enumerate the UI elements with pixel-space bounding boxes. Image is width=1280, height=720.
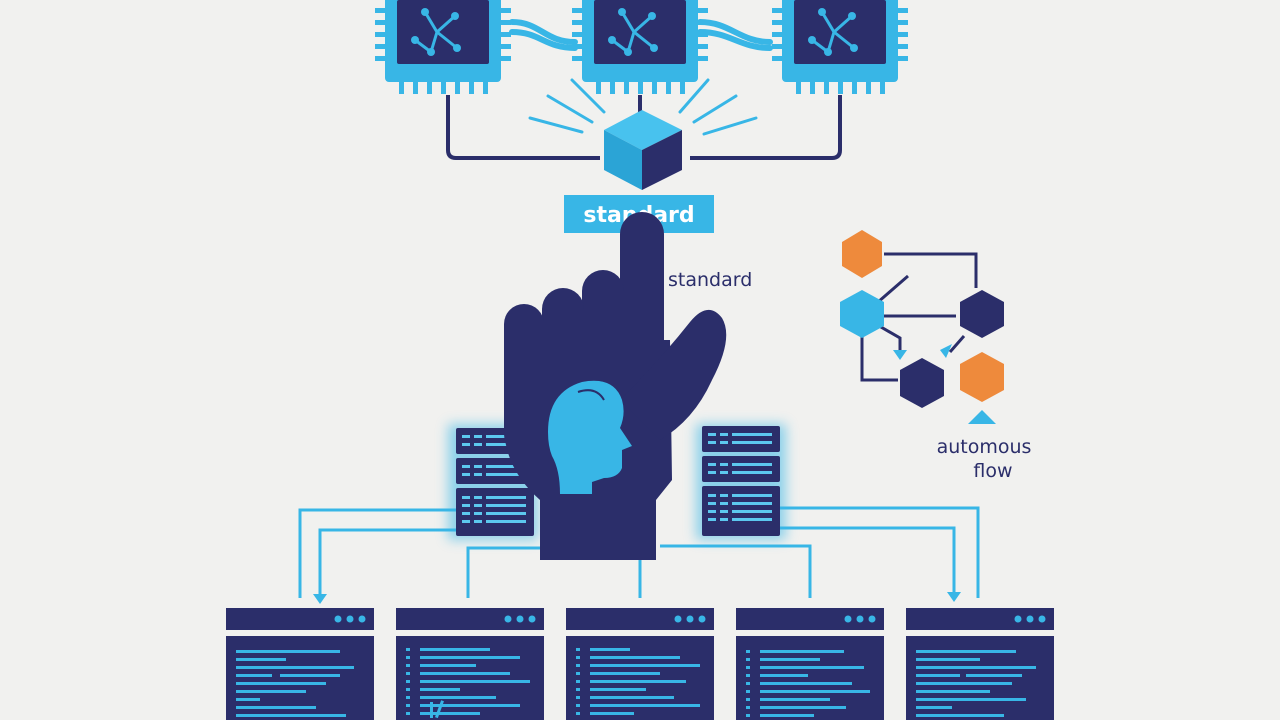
hexagon-icon	[960, 290, 1004, 338]
window-icon	[906, 608, 1054, 720]
flow-label-line2: flow	[973, 460, 1012, 482]
arrowheads	[313, 592, 961, 604]
burst-rays	[528, 78, 758, 136]
hand-icon	[504, 212, 727, 560]
window-icon	[736, 608, 884, 720]
chip-icon	[772, 0, 908, 94]
hexagon-icon	[960, 352, 1004, 402]
window-icon	[396, 608, 544, 720]
hexagon-icon	[900, 358, 944, 408]
flow-label-line1: automous	[937, 436, 1032, 458]
window-icon	[226, 608, 374, 720]
window-connectors	[298, 506, 980, 598]
chip-icon	[375, 0, 511, 94]
head-icon	[548, 380, 632, 494]
server-icon	[702, 426, 780, 536]
hexagon-icon	[840, 290, 884, 338]
window-icon	[566, 608, 714, 720]
server-icon	[456, 428, 534, 536]
standard-side-label: standard	[668, 269, 752, 291]
cube-icon	[604, 110, 682, 190]
chip-icon	[572, 0, 708, 94]
flow-pointer	[968, 410, 996, 424]
flow-arrowheads	[893, 344, 952, 360]
hexagon-icon	[842, 230, 882, 278]
